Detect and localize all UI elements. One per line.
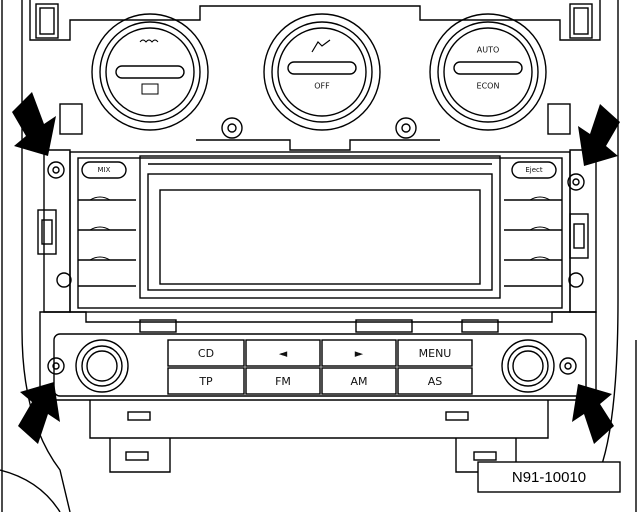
arrow-bottom-right (572, 384, 614, 444)
menu-button-label: MENU (419, 347, 452, 360)
lower-housing (89, 400, 549, 439)
as-button-label: AS (428, 375, 443, 388)
button-grid (167, 339, 473, 395)
mix-button[interactable] (81, 161, 127, 179)
climate-knob-left (91, 13, 209, 131)
lower-tab-right (445, 411, 469, 421)
am-button[interactable] (321, 367, 397, 395)
arrow-top-right (578, 104, 620, 166)
right-knob-label-bottom: ECON (477, 82, 500, 91)
cd-button[interactable] (167, 339, 245, 367)
panel-screw-right (559, 357, 577, 375)
reference-id: N91-10010 (511, 468, 587, 486)
climate-knob-right (429, 13, 547, 131)
chassis-screw-ml (56, 272, 72, 288)
panel-screw-left (47, 357, 65, 375)
left-top-tab-inner (39, 7, 55, 35)
arrow-bottom-left (18, 382, 60, 444)
lower-bracket-slot-left (125, 451, 149, 461)
lower-tab-left (127, 411, 151, 421)
left-clip-upper (59, 103, 83, 135)
panel-screw-left-inner (52, 362, 60, 370)
menu-button[interactable] (397, 339, 473, 367)
climate-bracket (29, 0, 601, 41)
lower-bracket (109, 438, 517, 473)
fm-button-label: FM (275, 375, 291, 388)
seek-back-button[interactable] (245, 339, 321, 367)
right-top-tab-inner (573, 7, 589, 35)
seek-back-label: ◄ (279, 347, 288, 360)
right-knob-label-top: AUTO (477, 46, 500, 55)
left-release-clip (37, 209, 57, 255)
display-screen (159, 189, 481, 285)
left-release-clip-inner (41, 219, 53, 245)
arrow-top-left (12, 92, 56, 156)
chassis-screw-mr (568, 272, 584, 288)
chassis-screw-tl-inner (52, 166, 60, 174)
left-top-tab (35, 3, 59, 39)
fm-button[interactable] (245, 367, 321, 395)
dash-bottom-line (0, 469, 61, 512)
panel-screw-right-inner (564, 362, 572, 370)
display-bezel (139, 155, 501, 299)
seek-forward-button[interactable] (321, 339, 397, 367)
tuning-knob[interactable] (501, 339, 555, 393)
right-clip-upper (547, 103, 571, 135)
right-release-clip-inner (573, 223, 585, 249)
mix-button-label: MIX (98, 166, 111, 174)
tp-button-label: TP (198, 375, 213, 388)
right-release-clip (569, 213, 589, 259)
screw-right-inner (401, 123, 411, 133)
screw-right (395, 117, 417, 139)
chassis-screw-tl (47, 161, 65, 179)
cd-button-label: CD (198, 347, 214, 360)
mid-bracket (196, 139, 440, 151)
tp-button[interactable] (167, 367, 245, 395)
eject-button[interactable] (511, 161, 557, 179)
screw-left-inner (227, 123, 237, 133)
dash-frame-right (599, 0, 619, 471)
am-button-label: AM (350, 375, 367, 388)
display-frame (147, 173, 493, 291)
screw-left (221, 117, 243, 139)
control-panel (39, 311, 597, 401)
chassis-screw-tr (567, 173, 585, 191)
chassis-screw-tr-inner (572, 178, 580, 186)
as-button[interactable] (397, 367, 473, 395)
lower-bracket-slot-right (473, 451, 497, 461)
volume-knob[interactable] (75, 339, 129, 393)
seek-forward-label: ► (355, 347, 364, 360)
eject-button-label: Eject (525, 166, 543, 174)
center-knob-label: OFF (314, 82, 330, 91)
climate-knob-center (263, 13, 381, 131)
right-top-tab (569, 3, 593, 39)
reference-id-box (477, 461, 621, 493)
